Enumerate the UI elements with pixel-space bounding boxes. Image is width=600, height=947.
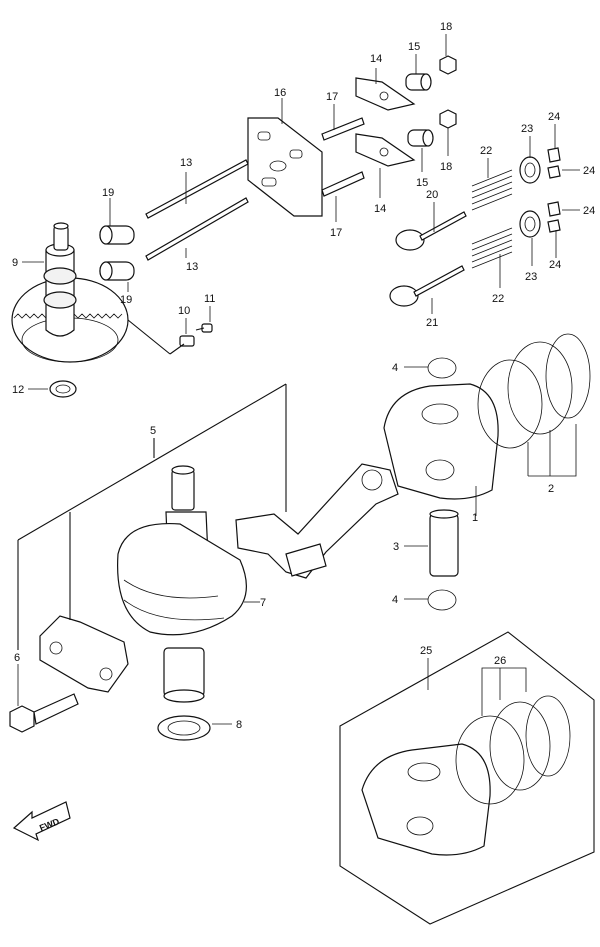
rod-cap bbox=[39, 615, 129, 693]
callout-8: 8 bbox=[236, 719, 242, 731]
callout-13-upper: 13 bbox=[180, 157, 192, 169]
callout-24-top: 24 bbox=[548, 111, 560, 123]
callout-15-upper: 15 bbox=[408, 41, 420, 53]
callout-18-upper: 18 bbox=[440, 21, 452, 33]
retainers-and-cotters bbox=[519, 147, 561, 238]
callout-4-upper: 4 bbox=[392, 362, 398, 374]
piston-pin-clip-lower bbox=[427, 589, 457, 611]
small-bolt-and-plate bbox=[127, 319, 213, 355]
callout-7: 7 bbox=[260, 597, 266, 609]
callout-24-mid-lower: 24 bbox=[583, 205, 595, 217]
leader-lines bbox=[17, 34, 580, 725]
callout-25: 25 bbox=[420, 645, 432, 657]
callout-14-upper: 14 bbox=[370, 53, 382, 65]
piston-rings bbox=[477, 333, 591, 449]
piston-pin-clip-upper bbox=[427, 357, 457, 379]
pivots-and-nuts bbox=[405, 55, 457, 147]
callout-10: 10 bbox=[178, 305, 190, 317]
callout-24-bottom: 24 bbox=[549, 259, 561, 271]
camshaft-gear bbox=[11, 222, 129, 363]
callout-1: 1 bbox=[472, 512, 478, 524]
washer-12 bbox=[49, 380, 77, 398]
callout-17-upper: 17 bbox=[326, 91, 338, 103]
callout-20: 20 bbox=[426, 189, 438, 201]
callout-11: 11 bbox=[204, 293, 215, 305]
callout-23-upper: 23 bbox=[521, 123, 533, 135]
callout-19-lower: 19 bbox=[120, 294, 132, 306]
callout-14-lower: 14 bbox=[374, 203, 386, 215]
callout-6: 6 bbox=[14, 652, 20, 664]
valve-springs bbox=[471, 169, 513, 269]
callout-24-mid-upper: 24 bbox=[583, 165, 595, 177]
callout-15-lower: 15 bbox=[416, 177, 428, 189]
callout-numbers: 1 2 3 4 4 5 6 7 8 9 10 11 12 13 13 14 14… bbox=[12, 21, 595, 731]
push-rods bbox=[145, 159, 249, 261]
callout-26: 26 bbox=[494, 655, 506, 667]
forward-direction-arrow: FWD bbox=[12, 801, 71, 842]
piston bbox=[383, 383, 499, 500]
rocker-arms bbox=[321, 77, 416, 197]
callout-18-lower: 18 bbox=[440, 161, 452, 173]
callout-19-upper: 19 bbox=[102, 187, 114, 199]
callout-13-lower: 13 bbox=[186, 261, 198, 273]
callout-9: 9 bbox=[12, 257, 18, 269]
thrust-washer bbox=[157, 715, 211, 741]
tappets bbox=[99, 225, 135, 281]
callout-2: 2 bbox=[548, 483, 554, 495]
valves bbox=[389, 211, 467, 307]
callout-16: 16 bbox=[274, 87, 286, 99]
callout-4-lower: 4 bbox=[392, 594, 398, 606]
piston-pin bbox=[429, 509, 459, 577]
group-bracket-lines bbox=[17, 383, 287, 650]
callout-21: 21 bbox=[426, 317, 438, 329]
spare-piston-box bbox=[339, 631, 595, 925]
callout-17-lower: 17 bbox=[330, 227, 342, 239]
crankshaft bbox=[117, 465, 247, 703]
callout-5: 5 bbox=[150, 425, 156, 437]
connecting-rod bbox=[235, 463, 399, 579]
rod-bolt bbox=[9, 693, 79, 733]
callout-22-lower: 22 bbox=[492, 293, 504, 305]
callout-3: 3 bbox=[393, 541, 399, 553]
rocker-gasket bbox=[247, 117, 323, 217]
callout-22-upper: 22 bbox=[480, 145, 492, 157]
callout-23-lower: 23 bbox=[525, 271, 537, 283]
callout-12: 12 bbox=[12, 384, 24, 396]
